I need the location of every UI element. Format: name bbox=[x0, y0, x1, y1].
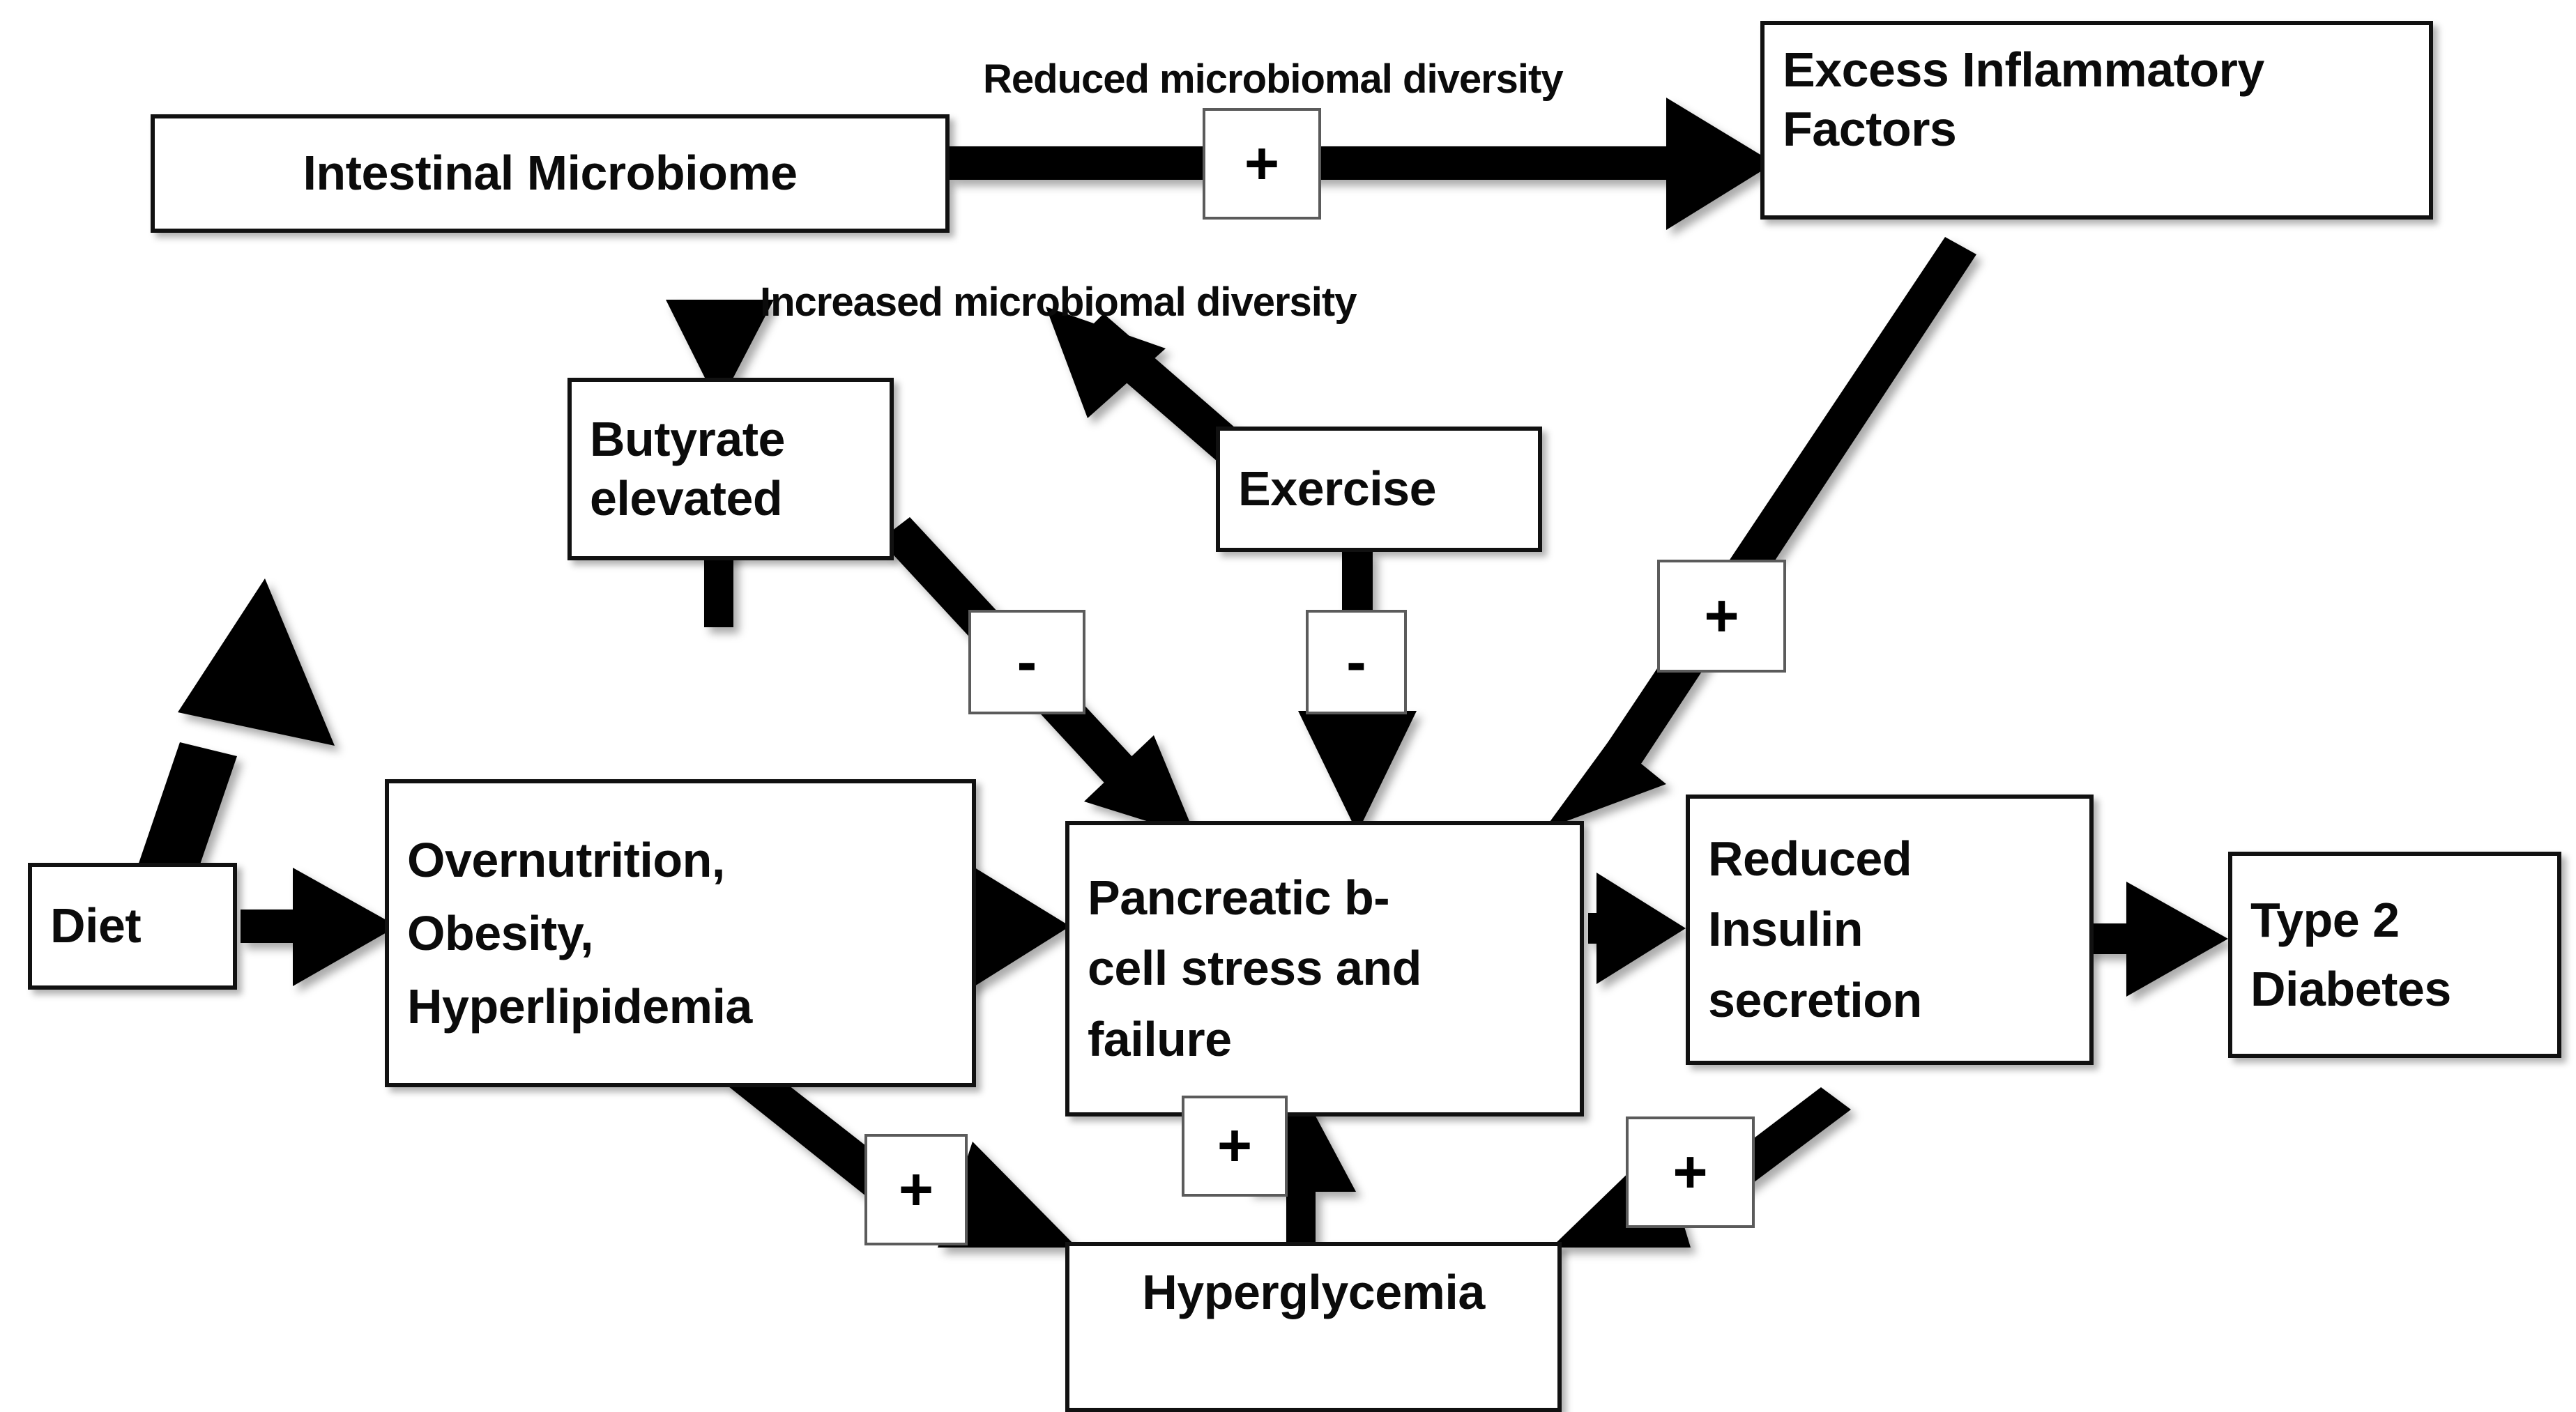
node-label: Pancreatic b- cell stress and failure bbox=[1088, 870, 1422, 1066]
sign-insulin-to-hyperglycemia-plus: + bbox=[1626, 1116, 1755, 1228]
edge-diet-to-overnutrition bbox=[241, 868, 397, 986]
edge-label-increased-microbiomal-diversity: Increased microbiomal diversity bbox=[760, 279, 1357, 325]
edge-pancreatic-to-insulin bbox=[1588, 873, 1686, 984]
node-hyperglycemia[interactable]: Hyperglycemia bbox=[1065, 1242, 1562, 1412]
edge-label-reduced-microbiomal-diversity: Reduced microbiomal diversity bbox=[983, 56, 1564, 102]
node-label: Diet bbox=[50, 898, 142, 953]
edge-microbiome-to-inflammatory bbox=[948, 98, 1774, 230]
node-label: Butyrate elevated bbox=[590, 411, 785, 525]
node-label: Exercise bbox=[1238, 461, 1437, 516]
sign-hyperglycemia-to-pancreatic-plus: + bbox=[1182, 1096, 1288, 1197]
edge-inflammatory-to-pancreatic bbox=[1544, 237, 1976, 829]
node-pancreatic-bcell-stress-failure[interactable]: Pancreatic b- cell stress and failure bbox=[1065, 821, 1584, 1116]
node-label: Type 2 Diabetes bbox=[2250, 892, 2451, 1016]
edge-insulin-to-diabetes bbox=[2088, 882, 2228, 997]
sign-exercise-to-pancreatic-minus: - bbox=[1306, 610, 1407, 714]
node-label: Overnutrition, Obesity, Hyperlipidemia bbox=[407, 832, 752, 1034]
sign-butyrate-to-pancreatic-minus: - bbox=[968, 610, 1085, 714]
node-intestinal-microbiome[interactable]: Intestinal Microbiome bbox=[151, 114, 950, 233]
node-diet[interactable]: Diet bbox=[28, 863, 237, 990]
node-label: Intestinal Microbiome bbox=[303, 146, 798, 201]
node-butyrate-elevated[interactable]: Butyrate elevated bbox=[567, 378, 894, 560]
edge-overnutrition-to-pancreatic bbox=[969, 864, 1070, 990]
node-type-2-diabetes[interactable]: Type 2 Diabetes bbox=[2228, 852, 2561, 1058]
sign-overnutrition-to-hyperglycemia-plus: + bbox=[864, 1134, 968, 1245]
edge-diet-to-microbiome bbox=[132, 578, 335, 899]
node-label: Hyperglycemia bbox=[1142, 1265, 1485, 1319]
node-reduced-insulin-secretion[interactable]: Reduced Insulin secretion bbox=[1686, 795, 2094, 1065]
node-exercise[interactable]: Exercise bbox=[1216, 427, 1542, 552]
node-label: Reduced Insulin secretion bbox=[1708, 831, 1922, 1027]
node-excess-inflammatory-factors[interactable]: Excess Inflammatory Factors bbox=[1760, 21, 2433, 220]
sign-inflammatory-to-pancreatic-plus: + bbox=[1657, 560, 1786, 673]
node-overnutrition-obesity-hyperlipidemia[interactable]: Overnutrition, Obesity, Hyperlipidemia bbox=[385, 779, 976, 1087]
node-label: Excess Inflammatory Factors bbox=[1783, 43, 2264, 157]
sign-microbiome-to-inflammatory-plus: + bbox=[1203, 108, 1321, 220]
